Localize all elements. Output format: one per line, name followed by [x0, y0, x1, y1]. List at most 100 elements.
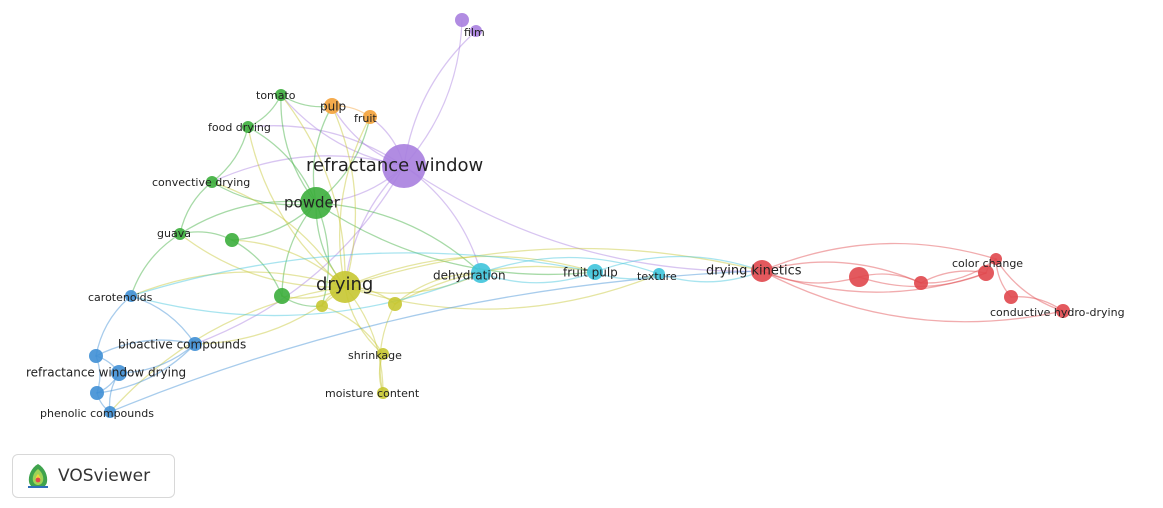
label-refractance-window[interactable]: refractance window [306, 155, 483, 176]
node-film[interactable] [455, 13, 469, 27]
node-olive-b[interactable] [388, 297, 402, 311]
node-refractance-window[interactable] [382, 144, 426, 188]
node-fruit-pulp[interactable] [587, 264, 603, 280]
link-drying-food-drying [247, 126, 346, 288]
label-bioactive-compounds[interactable]: bioactive compounds [118, 338, 246, 352]
node-conductive-hydro-drying[interactable] [1056, 304, 1070, 318]
link-powder-tomato [280, 94, 317, 204]
vosviewer-logo-icon [28, 464, 48, 488]
link-drying-carotenoids [130, 271, 346, 297]
link-drying-kinetics-red-c [761, 242, 997, 272]
node-dehydration[interactable] [471, 263, 491, 283]
label-phenolic-compounds[interactable]: phenolic compounds [40, 407, 154, 420]
label-fruit-pulp[interactable]: fruit pulp [563, 266, 618, 280]
label-drying-kinetics[interactable]: drying kinetics [706, 264, 802, 279]
link-bioactive-compounds-blue-a [95, 339, 196, 357]
node-green-b[interactable] [274, 288, 290, 304]
link-drying-fruit [339, 116, 371, 288]
node-fruit[interactable] [363, 110, 377, 124]
node-blue-a[interactable] [89, 349, 103, 363]
node-film-2[interactable] [470, 25, 482, 37]
label-conductive-hydro-drying[interactable]: conductive hydro-drying [990, 306, 1125, 319]
node-red-a[interactable] [849, 267, 869, 287]
node-drying-kinetics[interactable] [751, 260, 773, 282]
node-phenolic-compounds[interactable] [104, 406, 116, 418]
link-dehydration-fruit-pulp [480, 271, 596, 284]
link-red-c-conductive-hydro-drying [995, 258, 1064, 312]
node-bioactive-compounds[interactable] [188, 337, 202, 351]
link-drying-drying-kinetics [344, 247, 763, 288]
node-red-b[interactable] [914, 276, 928, 290]
link-fruit-pulp-carotenoids [130, 252, 596, 297]
link-drying-pulp [331, 105, 357, 288]
node-powder[interactable] [300, 187, 332, 219]
network-nodes [89, 13, 1070, 418]
link-refractance-window-drying-kinetics [403, 165, 763, 272]
link-olive-b-moisture-content [379, 303, 396, 394]
link-red-b-red-c [920, 258, 997, 284]
link-refractance-window-bioactive-compounds [194, 165, 405, 345]
link-drying-kinetics-red-b [761, 261, 922, 284]
label-tomato[interactable]: tomato [256, 89, 296, 102]
link-phenolic-compounds-drying-kinetics [109, 270, 763, 413]
node-red-c[interactable] [990, 253, 1002, 265]
link-drying-convective-drying [211, 181, 346, 288]
node-guava[interactable] [174, 228, 186, 240]
node-color-change[interactable] [978, 265, 994, 281]
link-drying-moisture-content [344, 286, 384, 394]
label-food-drying[interactable]: food drying [208, 121, 271, 134]
label-texture[interactable]: texture [637, 270, 677, 283]
link-texture-drying-kinetics [658, 270, 763, 283]
node-refractance-window-drying[interactable] [111, 365, 127, 381]
node-food-drying[interactable] [242, 121, 254, 133]
link-dehydration-texture [480, 256, 660, 275]
link-carotenoids-bioactive-compounds [130, 295, 196, 345]
node-blue-b[interactable] [90, 386, 104, 400]
label-pulp[interactable]: pulp [320, 100, 346, 114]
link-refractance-window-film-2 [403, 30, 477, 167]
link-powder-dehydration [315, 202, 482, 274]
node-carotenoids[interactable] [125, 290, 137, 302]
link-drying-guava [179, 233, 346, 288]
link-refractance-window-film [403, 19, 463, 167]
label-drying[interactable]: drying [316, 274, 373, 295]
network-labels: refractance window film pulp fruit tomato foo… [26, 26, 1125, 420]
node-green-a[interactable] [225, 233, 239, 247]
node-moisture-content[interactable] [377, 387, 389, 399]
link-bioactive-compounds-blue-b [96, 343, 196, 394]
link-drying-texture [344, 273, 660, 310]
label-color-change[interactable]: color change [952, 257, 1023, 270]
vosviewer-brand-text: VOSviewer [58, 466, 151, 486]
link-drying-bioactive-compounds [194, 286, 346, 345]
link-bioactive-compounds-refractance-window-drying [118, 343, 196, 374]
link-drying-fruit-pulp [344, 255, 596, 288]
node-shrinkage[interactable] [377, 348, 389, 360]
link-guava-carotenoids [130, 233, 181, 297]
link-refractance-window-convective-drying [211, 155, 405, 183]
link-powder-fruit-pulp [315, 202, 596, 276]
node-olive-a[interactable] [316, 300, 328, 312]
link-dehydration-carotenoids [130, 272, 482, 317]
label-dehydration[interactable]: dehydration [433, 269, 506, 283]
node-red-d[interactable] [1004, 290, 1018, 304]
node-texture[interactable] [653, 268, 665, 280]
link-drying-phenolic-compounds [109, 286, 346, 413]
link-powder-guava [179, 200, 317, 235]
node-pulp[interactable] [324, 98, 340, 114]
node-drying[interactable] [329, 271, 361, 303]
label-carotenoids[interactable]: carotenoids [88, 291, 153, 304]
link-drying-kinetics-color-change [761, 270, 987, 293]
label-moisture-content[interactable]: moisture content [325, 387, 420, 400]
label-guava[interactable]: guava [157, 227, 191, 240]
label-powder[interactable]: powder [284, 194, 341, 212]
label-shrinkage[interactable]: shrinkage [348, 349, 402, 362]
label-fruit[interactable]: fruit [354, 112, 377, 125]
label-film[interactable]: film [464, 26, 485, 39]
label-convective-drying[interactable]: convective drying [152, 176, 250, 189]
node-tomato[interactable] [275, 89, 287, 101]
link-olive-a-shrinkage [321, 305, 384, 355]
link-olive-b-fruit-pulp [394, 265, 596, 305]
node-convective-drying[interactable] [206, 176, 218, 188]
label-refractance-window-drying[interactable]: refractance window drying [26, 366, 186, 380]
